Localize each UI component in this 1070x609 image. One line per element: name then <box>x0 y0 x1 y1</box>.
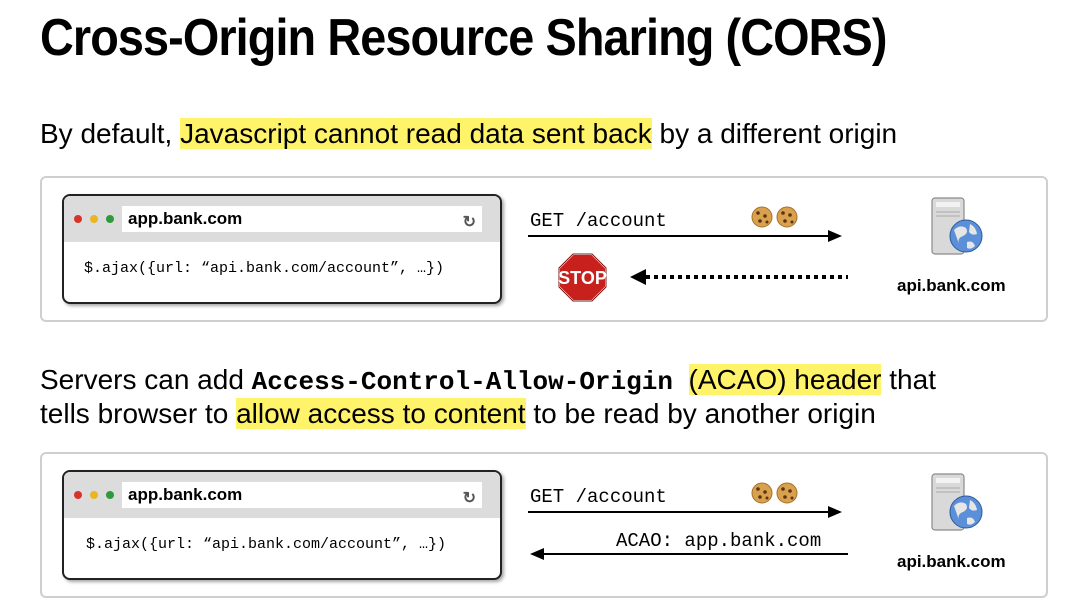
reload-icon[interactable]: ↻ <box>462 214 476 231</box>
globe-icon <box>949 219 983 253</box>
blocked-response-arrow <box>630 269 848 285</box>
address-bar-url: app.bank.com <box>128 485 243 504</box>
ajax-code: $.ajax({url: “api.bank.com/account”, …}) <box>84 260 445 277</box>
request-arrow <box>528 506 842 518</box>
address-bar-url: app.bank.com <box>128 209 243 228</box>
servers-pre: Servers can add <box>40 364 244 395</box>
browser-toolbar: app.bank.com ↻ <box>64 472 500 518</box>
acao-highlight: (ACAO) header <box>688 364 882 395</box>
request-arrow <box>528 230 842 242</box>
cookie-icon <box>776 206 798 228</box>
request-label: GET /account <box>530 210 667 232</box>
response-label: ACAO: app.bank.com <box>616 530 822 552</box>
close-dot-icon[interactable] <box>74 215 82 223</box>
stop-sign-icon: STOP <box>558 253 607 302</box>
reload-icon[interactable]: ↻ <box>462 490 476 507</box>
panel-blocked: app.bank.com ↻ $.ajax({url: “api.bank.co… <box>40 176 1048 322</box>
response-arrow <box>530 548 848 560</box>
cookie-icon <box>776 482 798 504</box>
access-highlight: allow access to content <box>236 398 526 429</box>
page-title: Cross-Origin Resource Sharing (CORS) <box>40 9 887 67</box>
intro-pre: By default, <box>40 118 173 149</box>
servers-post: that <box>889 364 936 395</box>
servers-line2-pre: tells browser to <box>40 398 229 429</box>
address-bar[interactable]: app.bank.com ↻ <box>122 482 482 508</box>
browser-window: app.bank.com ↻ $.ajax({url: “api.bank.co… <box>62 194 502 304</box>
panel2-arrows <box>528 473 983 560</box>
server-label: api.bank.com <box>897 276 1006 295</box>
cookie-icon <box>751 482 773 504</box>
maximize-dot-icon[interactable] <box>106 215 114 223</box>
browser-toolbar: app.bank.com ↻ <box>64 196 500 242</box>
server-label: api.bank.com <box>897 552 1006 571</box>
acao-header-code: Access-Control-Allow-Origin <box>251 367 673 397</box>
servers-line-1: Servers can add Access-Control-Allow-Ori… <box>40 364 936 397</box>
servers-line-2: tells browser to allow access to content… <box>40 398 876 430</box>
ajax-code: $.ajax({url: “api.bank.com/account”, …}) <box>86 536 447 553</box>
servers-line2-post: to be read by another origin <box>533 398 876 429</box>
cookie-icon <box>751 206 773 228</box>
panel-allowed: app.bank.com ↻ $.ajax({url: “api.bank.co… <box>40 452 1048 598</box>
panel1-arrows: STOP <box>528 197 983 302</box>
request-label: GET /account <box>530 486 667 508</box>
address-bar[interactable]: app.bank.com ↻ <box>122 206 482 232</box>
stop-label: STOP <box>558 268 607 288</box>
intro-post: by a different origin <box>659 118 898 149</box>
intro-line: By default, Javascript cannot read data … <box>40 118 897 150</box>
minimize-dot-icon[interactable] <box>90 491 98 499</box>
maximize-dot-icon[interactable] <box>106 491 114 499</box>
close-dot-icon[interactable] <box>74 491 82 499</box>
browser-window: app.bank.com ↻ $.ajax({url: “api.bank.co… <box>62 470 502 580</box>
intro-highlight: Javascript cannot read data sent back <box>180 118 652 149</box>
minimize-dot-icon[interactable] <box>90 215 98 223</box>
globe-icon <box>949 495 983 529</box>
